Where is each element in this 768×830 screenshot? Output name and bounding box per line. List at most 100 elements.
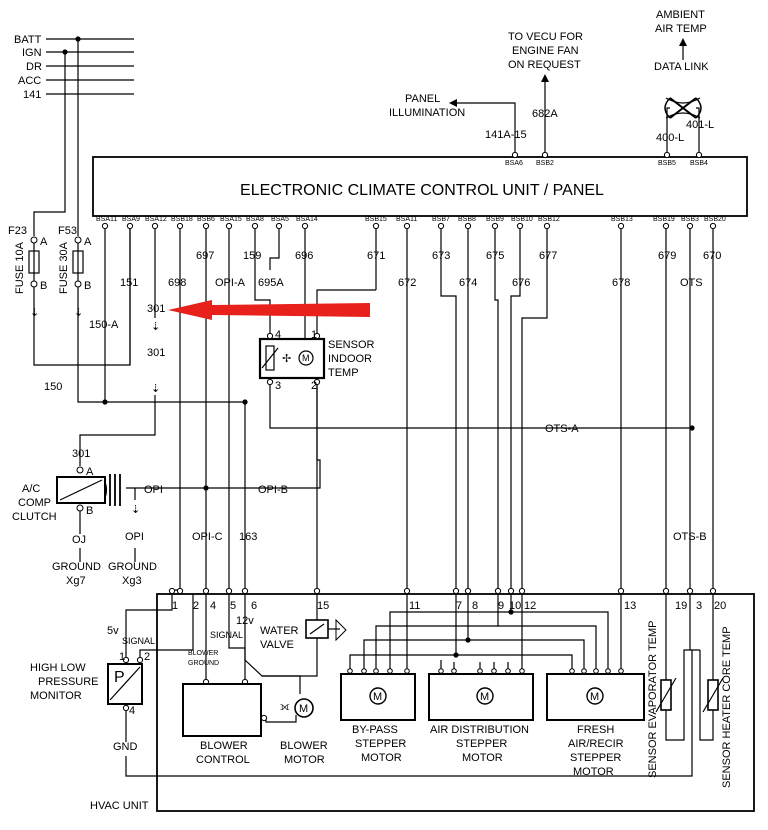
- svg-text:VALVE: VALVE: [260, 639, 294, 651]
- svg-text:M: M: [373, 691, 382, 703]
- svg-text:⇣: ⇣: [151, 383, 160, 395]
- svg-text:BLOWER: BLOWER: [200, 740, 248, 752]
- svg-text:TEMP: TEMP: [328, 367, 359, 379]
- svg-text:MOTOR: MOTOR: [361, 752, 402, 764]
- svg-text:3: 3: [275, 380, 281, 392]
- ecu-top-pin: BSA6: [505, 160, 523, 167]
- svg-text:AIR DISTRIBUTION: AIR DISTRIBUTION: [430, 724, 529, 736]
- svg-text:SENSOR: SENSOR: [328, 339, 375, 351]
- svg-text:BLOWER: BLOWER: [188, 650, 218, 657]
- wire-150: 150: [44, 381, 62, 393]
- wire-682a: 682A: [532, 108, 558, 120]
- wire-159: 159: [243, 250, 261, 262]
- svg-text:PRESSURE: PRESSURE: [38, 676, 99, 688]
- svg-text:A: A: [40, 236, 48, 248]
- svg-text:DATA LINK: DATA LINK: [654, 61, 709, 73]
- svg-text:WATER: WATER: [260, 625, 299, 637]
- ecu-bottom-pin: BSB13: [611, 216, 633, 223]
- svg-text:1: 1: [119, 651, 125, 663]
- wire-141a: 141A-15: [485, 129, 527, 141]
- ground-xg3-label: GROUND: [108, 561, 157, 573]
- wire-opia: OPI-A: [215, 277, 246, 289]
- svg-text:GND: GND: [113, 741, 138, 753]
- svg-text:15: 15: [317, 600, 329, 612]
- wire-672: 672: [398, 277, 416, 289]
- pressure-monitor: HIGH LOW PRESSURE MONITOR P 1 2 4 5v SIG…: [30, 594, 700, 777]
- svg-text:FRESH: FRESH: [577, 724, 614, 736]
- wire-677: 677: [539, 250, 557, 262]
- supply-label-dr: DR: [26, 61, 42, 73]
- svg-text:⇣: ⇣: [74, 307, 83, 319]
- supply-label-acc: ACC: [18, 75, 41, 87]
- air-distribution-stepper-motor: M AIR DISTRIBUTION STEPPER MOTOR: [428, 673, 534, 764]
- wire-674: 674: [459, 277, 477, 289]
- ecu-bottom-pin: BSB12: [538, 216, 560, 223]
- fuse-f53: F53 A B FUSE 30A ⇣: [58, 225, 92, 319]
- svg-text:1: 1: [172, 600, 178, 612]
- supply-label-batt: BATT: [14, 34, 42, 46]
- svg-text:⇣: ⇣: [151, 321, 160, 333]
- ecu-bottom-pin: BSB8: [458, 216, 476, 223]
- svg-text:GROUND: GROUND: [188, 660, 219, 667]
- ac-comp-clutch: A/C COMP CLUTCH A B OJ GROUND Xg7 GROUND…: [12, 466, 157, 587]
- sensor-evaporator-temp: SENSOR EVAPORATOR TEMP: [647, 594, 692, 778]
- wire-678: 678: [612, 277, 630, 289]
- svg-text:⇣: ⇣: [131, 504, 140, 516]
- wire-679: 679: [658, 250, 676, 262]
- ecu-bottom-pin: BSB3: [681, 216, 699, 223]
- svg-text:MOTOR: MOTOR: [284, 754, 325, 766]
- svg-text:20: 20: [714, 600, 726, 612]
- fresh-air-stepper-motor: M FRESH AIR/RECIR STEPPER MOTOR: [546, 673, 645, 778]
- wire-697: 697: [196, 250, 214, 262]
- svg-text:MONITOR: MONITOR: [30, 690, 82, 702]
- hvac-connector: 1 2 4 5 6 15 11 7 8 9 10 12 13 19 3 20: [168, 587, 726, 612]
- wire-otsa: OTS-A: [545, 423, 579, 435]
- ecu-top-pin: BSB4: [690, 160, 708, 167]
- wire-698: 698: [168, 277, 186, 289]
- svg-text:STEPPER: STEPPER: [570, 752, 621, 764]
- svg-text:A: A: [86, 466, 94, 478]
- svg-text:7: 7: [456, 600, 462, 612]
- wire-673: 673: [432, 250, 450, 262]
- stepper-bus: [347, 594, 624, 674]
- svg-text:BY-PASS: BY-PASS: [352, 724, 398, 736]
- wire-opic: OPI-C: [192, 531, 223, 543]
- water-valve: WATER VALVE: [260, 594, 347, 677]
- highlight-arrow: [168, 300, 370, 320]
- ecu-title: ELECTRONIC CLIMATE CONTROL UNIT / PANEL: [240, 182, 604, 199]
- svg-text:INDOOR: INDOOR: [328, 353, 372, 365]
- svg-text:SIGNAL: SIGNAL: [122, 636, 155, 646]
- svg-text:B: B: [86, 505, 93, 517]
- wire-671: 671: [367, 250, 385, 262]
- svg-text:A: A: [84, 236, 92, 248]
- svg-text:ENGINE FAN: ENGINE FAN: [512, 45, 579, 57]
- wire-670: 670: [703, 250, 721, 262]
- supply-label-ign: IGN: [22, 47, 42, 59]
- ground-xg7-label: GROUND: [52, 561, 101, 573]
- ecu-wiring: 301 ⇣ 301 ⇣ 301 698 697 OPI-C OPI-A 159 …: [72, 229, 721, 591]
- ecu-bottom-pin: BSB6: [197, 216, 215, 223]
- svg-text:4: 4: [275, 329, 281, 341]
- wire-opi: OPI: [144, 484, 163, 496]
- ecu-bottom-pin: BSA14: [296, 216, 318, 223]
- svg-text:12: 12: [524, 600, 536, 612]
- svg-text:4: 4: [129, 705, 135, 717]
- ecu-bottom-pin: BSB10: [511, 216, 533, 223]
- wire-opib: OPI-B: [258, 484, 288, 496]
- fuse-f23: F23 A B FUSE 10A ⇣: [8, 225, 48, 319]
- svg-text:3: 3: [696, 600, 702, 612]
- pressure-symbol: P: [114, 669, 125, 686]
- ecu-bottom-pin: BSA11: [396, 216, 417, 223]
- svg-text:HIGH LOW: HIGH LOW: [30, 662, 86, 674]
- wire-151: 151: [120, 277, 138, 289]
- svg-text:9: 9: [498, 600, 504, 612]
- bypass-stepper-motor: M BY-PASS STEPPER MOTOR: [340, 673, 416, 764]
- blower-control: BLOWER CONTROL: [182, 683, 297, 766]
- ecu-bottom-pin: BSB15: [365, 216, 387, 223]
- wire-676: 676: [512, 277, 530, 289]
- svg-text:B: B: [40, 280, 47, 292]
- wire-675: 675: [486, 250, 504, 262]
- wire-301c: 301: [72, 448, 90, 460]
- ecu-bottom-pin: BSA15: [220, 216, 242, 223]
- svg-text:4: 4: [210, 600, 216, 612]
